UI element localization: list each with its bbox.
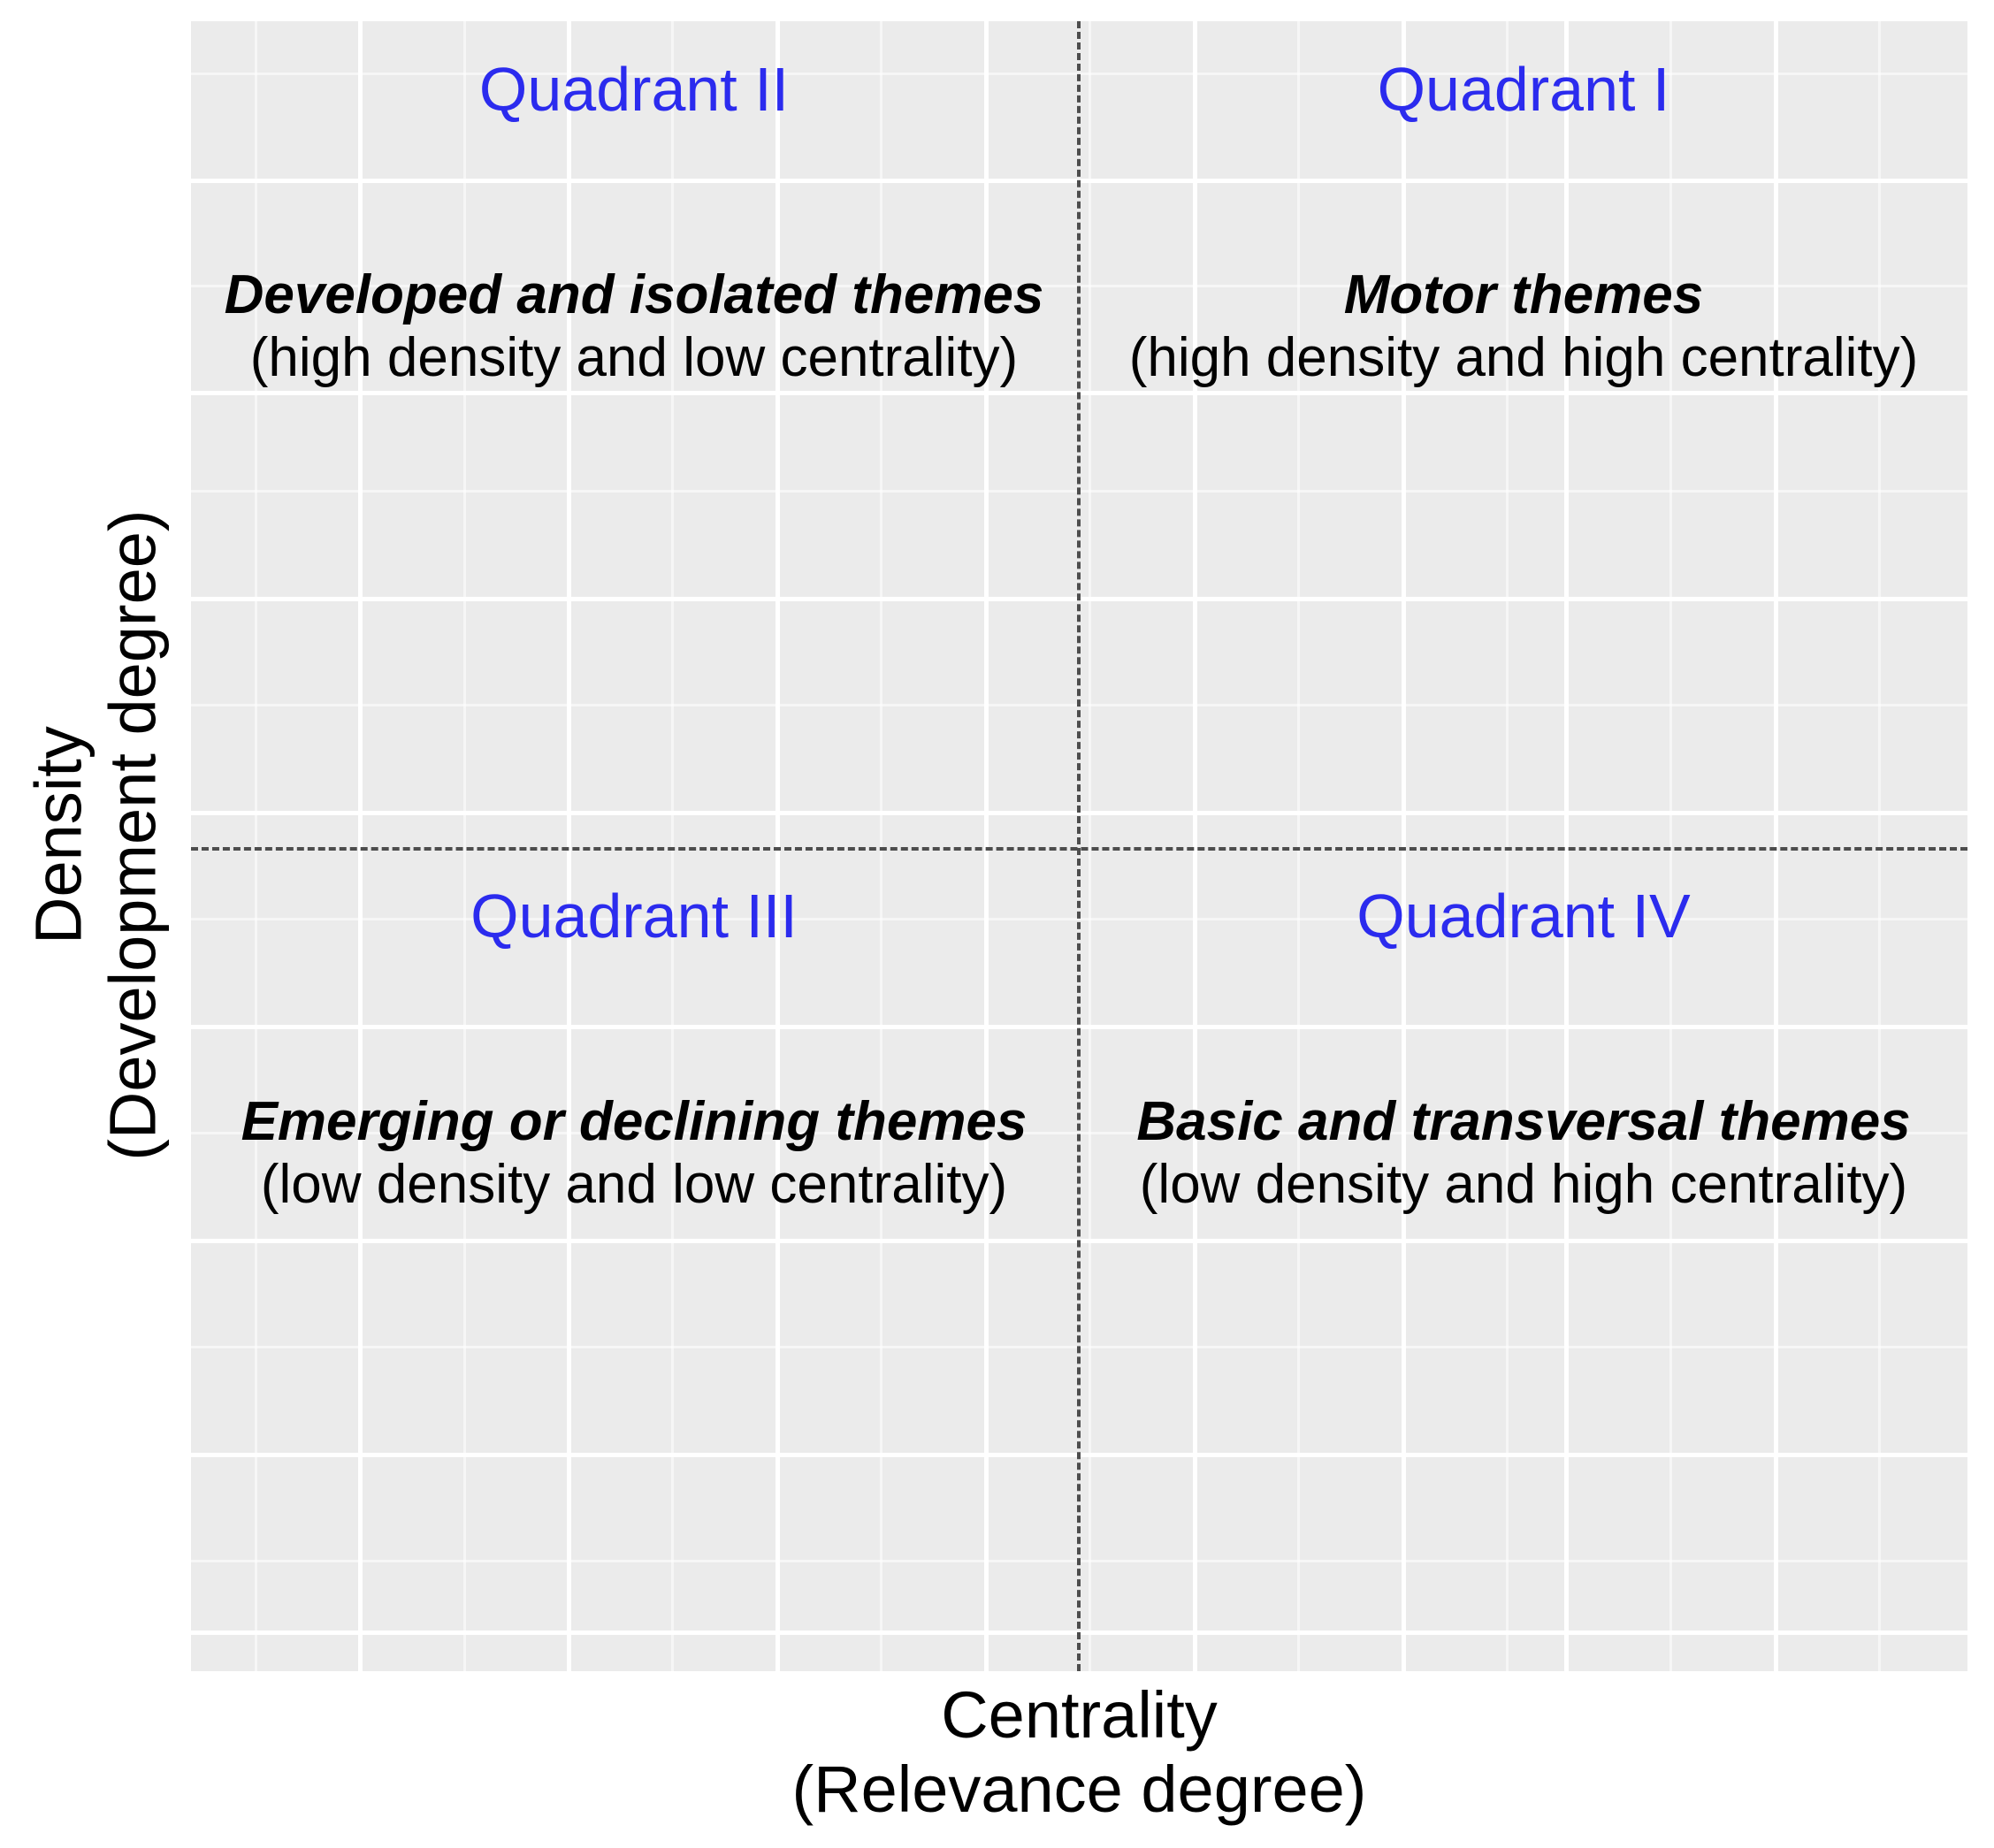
quadrant-top-left-theme: Developed and isolated themes (high dens… [191,264,1077,391]
gridline-vertical-major [1774,21,1778,1671]
quadrant-bottom-right: Quadrant IV Basic and transversal themes… [1081,848,1967,1671]
gridline-vertical-major [775,21,780,1671]
quadrant-divider-vertical [1077,21,1081,1671]
y-axis-title-text: Density (Development degree) [21,510,169,1161]
quadrant-top-left: Quadrant II Developed and isolated theme… [191,21,1077,846]
gridline-vertical-minor [255,21,257,1671]
quadrant-bottom-left-label: Quadrant III [470,882,798,951]
quadrant-bottom-right-theme: Basic and transversal themes (low densit… [1081,1091,1967,1218]
quadrant-top-right: Quadrant I Motor themes (high density an… [1081,21,1967,846]
quadrant-bottom-right-theme-description: (low density and high centrality) [1139,1154,1908,1216]
gridline-vertical-minor [463,21,466,1671]
quadrant-bottom-left-theme: Emerging or declining themes (low densit… [191,1091,1077,1218]
gridline-vertical-major [984,21,989,1671]
gridline-vertical-major [1402,21,1406,1671]
gridline-vertical-minor [1669,21,1672,1671]
gridline-vertical-minor [671,21,674,1671]
gridline-vertical-minor [1089,21,1091,1671]
quadrant-bottom-right-theme-name: Basic and transversal themes [1136,1091,1911,1152]
x-axis-title-line2: (Relevance degree) [791,1752,1367,1826]
gridline-vertical-major [567,21,571,1671]
quadrant-top-right-label: Quadrant I [1377,55,1670,124]
gridline-vertical-minor [1506,21,1509,1671]
quadrant-top-right-theme-description: (high density and high centrality) [1128,327,1919,389]
y-axis-title: Density (Development degree) [0,0,191,1671]
quadrant-top-left-label: Quadrant II [478,55,790,124]
quadrant-top-right-theme: Motor themes (high density and high cent… [1081,264,1967,391]
quadrant-bottom-left: Quadrant III Emerging or declining theme… [191,848,1077,1671]
quadrant-bottom-left-theme-name: Emerging or declining themes [241,1091,1028,1152]
quadrant-top-right-theme-name: Motor themes [1343,264,1704,325]
quadrant-top-left-theme-description: (high density and low centrality) [249,327,1019,389]
gridline-vertical-major [1193,21,1197,1671]
gridline-vertical-minor [880,21,882,1671]
y-axis-title-line2: (Development degree) [95,509,169,1162]
gridline-vertical-minor [1297,21,1300,1671]
quadrant-divider-horizontal [191,847,1967,851]
y-axis-title-line1: Density [21,726,95,945]
quadrant-bottom-left-theme-description: (low density and low centrality) [260,1154,1008,1216]
gridline-vertical-major [358,21,363,1671]
x-axis-title: Centrality (Relevance degree) [191,1678,1967,1826]
x-axis-title-line1: Centrality [941,1678,1218,1752]
quadrant-top-left-theme-name: Developed and isolated themes [224,264,1044,325]
gridline-vertical-minor [1878,21,1881,1671]
plot-panel: Quadrant II Developed and isolated theme… [191,21,1967,1671]
gridline-vertical-major [1564,21,1569,1671]
quadrant-bottom-right-label: Quadrant IV [1356,882,1691,951]
